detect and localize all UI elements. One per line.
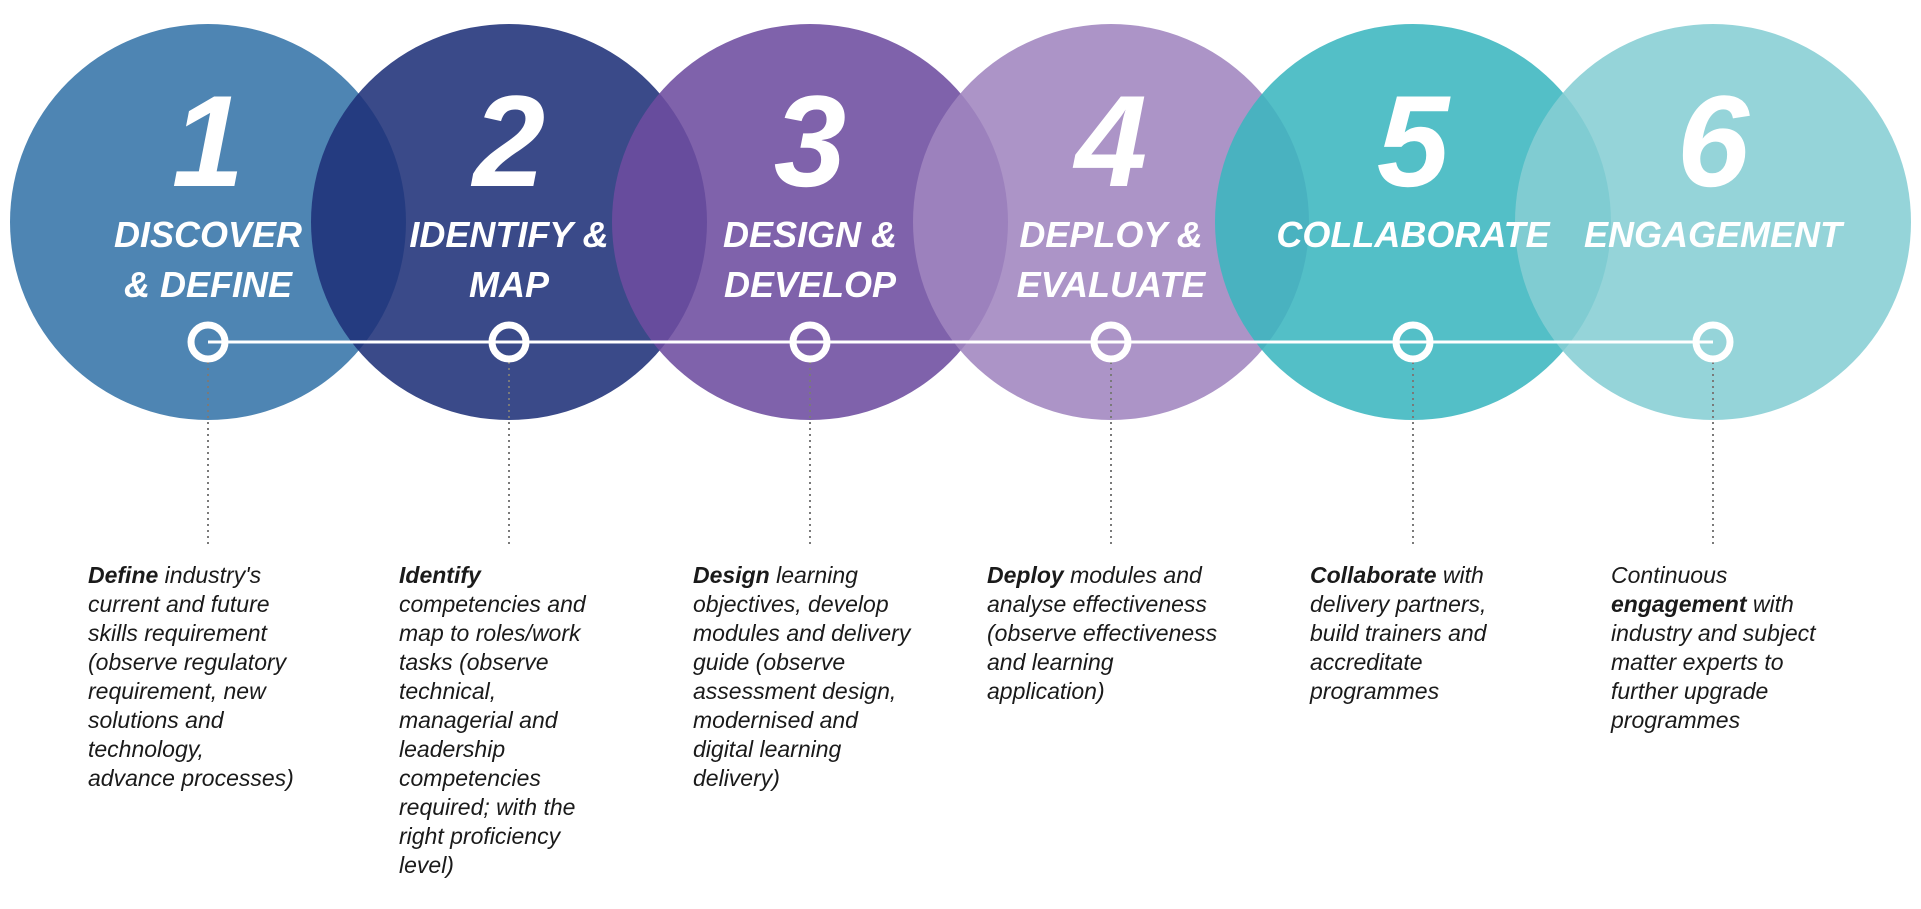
description-text: modules and analyse effectiveness (obser… bbox=[987, 562, 1218, 704]
phase-circles bbox=[10, 24, 1911, 420]
description-keyword: Identify bbox=[399, 562, 481, 588]
timeline-node-3 bbox=[789, 321, 831, 363]
phase-description-5: Collaborate with delivery partners, buil… bbox=[1310, 561, 1580, 706]
description-keyword: Define bbox=[88, 562, 159, 588]
description-keyword: Design bbox=[693, 562, 770, 588]
description-lead: Continuous bbox=[1611, 562, 1728, 588]
timeline-nodes bbox=[187, 321, 1734, 363]
description-text: learning objectives, develop modules and… bbox=[693, 562, 911, 791]
timeline-node-4 bbox=[1090, 321, 1132, 363]
description-text: competencies and map to roles/work tasks… bbox=[399, 591, 586, 878]
phase-circle-4 bbox=[913, 24, 1309, 420]
phase-circle-6 bbox=[1515, 24, 1911, 420]
description-text: industry's current and future skills req… bbox=[88, 562, 294, 791]
phase-circle-2 bbox=[311, 24, 707, 420]
timeline-node-2 bbox=[488, 321, 530, 363]
phase-circle-5 bbox=[1215, 24, 1611, 420]
timeline-node-6 bbox=[1692, 321, 1734, 363]
phase-description-4: Deploy modules and analyse effectiveness… bbox=[987, 561, 1257, 706]
phase-description-6: Continuous engagement with industry and … bbox=[1611, 561, 1881, 735]
description-keyword: engagement bbox=[1611, 591, 1747, 617]
phase-description-2: Identify competencies and map to roles/w… bbox=[399, 561, 669, 880]
phase-description-1: Define industry's current and future ski… bbox=[88, 561, 358, 793]
phase-description-3: Design learning objectives, develop modu… bbox=[693, 561, 963, 793]
timeline-node-5 bbox=[1392, 321, 1434, 363]
description-keyword: Collaborate bbox=[1310, 562, 1437, 588]
connector-lines bbox=[207, 362, 1714, 545]
description-text: with industry and subject matter experts… bbox=[1611, 591, 1816, 733]
phase-circle-1 bbox=[10, 24, 406, 420]
description-keyword: Deploy bbox=[987, 562, 1064, 588]
timeline-node-1 bbox=[187, 321, 229, 363]
description-text: with delivery partners, build trainers a… bbox=[1310, 562, 1487, 704]
phase-circle-3 bbox=[612, 24, 1008, 420]
